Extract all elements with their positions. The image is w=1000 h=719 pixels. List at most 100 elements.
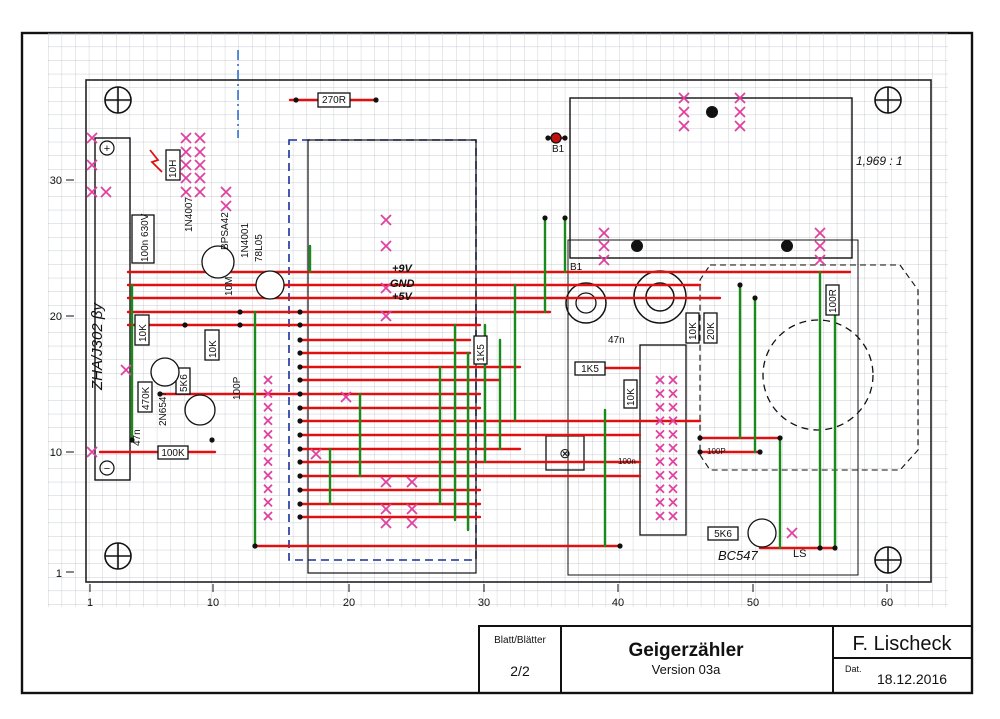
track-cut [263, 511, 273, 521]
label-20k: 20K [706, 322, 717, 340]
track-cut [655, 484, 665, 494]
x-tick: 50 [747, 597, 759, 609]
track-cut [655, 497, 665, 508]
label-100n-right: 100n [618, 457, 636, 466]
display-module [569, 97, 853, 259]
label-5k6b: 5K6 [714, 529, 732, 540]
label-10m: 10M [224, 277, 235, 296]
display-module-back [567, 239, 859, 576]
label-2n6547: 2N6547 [158, 391, 169, 426]
battery-holder [94, 137, 131, 481]
component-labels: 270R 10H 1N4007 100n 630V BPSA42 1N4001 … [132, 95, 839, 563]
track-cut [220, 186, 232, 198]
label-1k5: 1K5 [476, 344, 487, 362]
speaker-cone [762, 319, 874, 431]
solder-point [297, 364, 303, 370]
resistor-1k5 [473, 335, 488, 365]
solder-point [697, 449, 703, 455]
resistor-10k-b [204, 329, 220, 361]
label-470k: 470K [141, 386, 152, 410]
track-cut [655, 402, 665, 412]
regulator-78l05 [255, 270, 285, 300]
label-bc547: BC547 [718, 548, 759, 563]
resistor-470k [137, 381, 153, 413]
solder-point [182, 322, 188, 328]
x-axis-ticks: 1 10 20 30 40 50 60 [87, 597, 893, 609]
track-cut [678, 106, 690, 118]
label-5k6: 5K6 [179, 374, 190, 392]
solder-point [293, 97, 299, 103]
track-cut [668, 484, 678, 494]
label-1n4001: 1N4001 [240, 223, 251, 258]
label-100n-630v: 100n 630V [140, 213, 151, 262]
solder-points [129, 97, 838, 551]
track-cut [380, 240, 392, 252]
solder-point [817, 545, 823, 551]
battery-minus-terminal [99, 460, 115, 476]
track-cut [180, 159, 192, 171]
resistor-10h [165, 149, 181, 181]
track-cut [263, 388, 273, 399]
speaker-outline [699, 264, 919, 471]
track-cut [220, 200, 232, 212]
solder-point [297, 473, 303, 479]
track-cut [406, 476, 418, 488]
track-cut [340, 391, 352, 403]
track-cut [734, 106, 746, 118]
track-cut [194, 159, 206, 171]
solder-point [252, 543, 258, 549]
track-cut [180, 132, 192, 144]
track-cut [655, 429, 665, 440]
track-cut [668, 388, 678, 399]
solder-point [297, 377, 303, 383]
track-cut [180, 146, 192, 158]
track-cut [380, 214, 392, 226]
solder-point [237, 309, 243, 315]
x-tick: 40 [612, 597, 624, 609]
capacitor-100n [131, 214, 155, 264]
track-cut [310, 448, 322, 460]
resistor-1k5b [574, 361, 606, 376]
track-cut [263, 456, 273, 467]
solder-point [297, 514, 303, 520]
solder-point [237, 322, 243, 328]
label-100r: 100R [828, 289, 839, 313]
solder-point [157, 391, 163, 397]
rail-label-5v: +5V [392, 291, 414, 303]
resistor-10k-c [623, 379, 638, 409]
track-cut [263, 470, 273, 480]
scale-note: 1,969 : 1 [856, 154, 903, 168]
author-name: F. Lischeck [853, 633, 953, 655]
track-cut [406, 503, 418, 515]
track-cut [406, 517, 418, 529]
label-270r: 270R [322, 95, 346, 106]
solder-point [777, 435, 783, 441]
solder-point [545, 135, 551, 141]
track-cut [598, 254, 610, 266]
solder-point [129, 437, 135, 443]
solder-point [297, 487, 303, 493]
solder-point [757, 449, 763, 455]
y-tick: 20 [50, 311, 62, 323]
solder-point [752, 295, 758, 301]
resistor-5k6b [707, 526, 739, 541]
resistor-270r [317, 92, 351, 108]
track-cut [678, 120, 690, 132]
wire-jumpers [130, 216, 837, 550]
track-cut [380, 282, 392, 294]
track-cut [655, 456, 665, 467]
label-78l05: 78L05 [254, 234, 265, 262]
track-cut [194, 132, 206, 144]
resistor-10k-d [685, 312, 700, 344]
label-47n-right: 47n [608, 335, 625, 346]
solder-point [297, 337, 303, 343]
label-100p-right: 100P [707, 447, 726, 456]
track-cut [668, 375, 678, 385]
track-cut [180, 172, 192, 184]
label-bpsa42: BPSA42 [220, 212, 231, 250]
track-cut [668, 402, 678, 412]
label-ls: LS [793, 548, 806, 560]
track-cut [263, 416, 273, 426]
y-tick: 30 [50, 175, 62, 187]
display-mount-dot [781, 240, 793, 252]
